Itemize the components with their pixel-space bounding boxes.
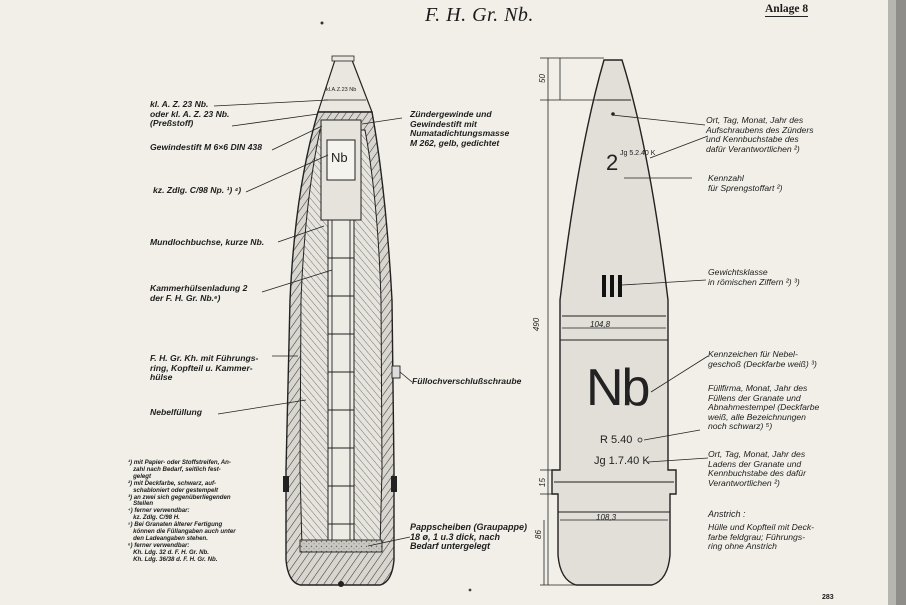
label-anstrich-text: Hülle und Kopfteil mit Deck- farbe feldg…	[708, 522, 815, 552]
footnotes: ¹) mit Papier- oder Stoffstreifen, An- z…	[128, 459, 236, 563]
filler-plug	[391, 365, 401, 379]
marking-jg-bottom: Jg 1.7.40 K	[594, 455, 650, 467]
driving-band-right	[391, 476, 397, 492]
section-drawing	[283, 55, 401, 587]
booster-cup	[326, 139, 356, 181]
dim-104-8: 104,8	[590, 320, 611, 329]
dim-50: 50	[537, 74, 547, 83]
label-ort-tag: Ort, Tag, Monat, Jahr des Aufschraubens …	[706, 115, 814, 154]
fuze-marking: kl.A.Z.23 Nb	[326, 87, 357, 93]
dim-86: 86	[533, 530, 543, 539]
page-title: F. H. Gr. Nb.	[425, 4, 534, 26]
label-kammer: Kammerhülsenladung 2 der F. H. Gr. Nb.⁶)	[150, 283, 248, 303]
label-kl-az: kl. A. Z. 23 Nb. oder kl. A. Z. 23 Nb. (…	[150, 99, 230, 129]
dimension-lines	[540, 57, 668, 586]
label-anstrich-title: Anstrich :	[708, 509, 746, 519]
label-fullfirma: Füllfirma, Monat, Jahr des Füllens der G…	[708, 383, 820, 432]
label-mundloch: Mundlochbuchse, kurze Nb.	[150, 237, 265, 247]
label-fhgr: F. H. Gr. Kh. mit Führungs- ring, Kopfte…	[150, 353, 259, 383]
inner-nb-marking: Nb	[331, 150, 348, 165]
driving-band-left	[283, 476, 289, 492]
label-kennzeichen: Kennzeichen für Nebel- geschoß (Deckfarb…	[708, 349, 817, 369]
marking-r-date: R 5.40	[600, 434, 633, 446]
base-point	[338, 581, 344, 587]
marking-jg-top: Jg 5.2.40 K	[620, 150, 656, 157]
label-gewicht: Gewichtsklasse in römischen Ziffern ²) ³…	[708, 267, 800, 287]
cardboard-discs	[299, 539, 383, 553]
label-nebel: Nebelfüllung	[150, 407, 203, 417]
right-leader-lines	[611, 114, 709, 463]
exterior-view	[551, 59, 677, 586]
label-kennzahl: Kennzahl für Sprengstoffart ²)	[708, 173, 783, 193]
dim-490: 490	[532, 317, 542, 332]
page-number: 283	[822, 594, 834, 601]
charge-segments	[328, 219, 354, 548]
marking-two: 2	[606, 150, 619, 175]
label-gewindestift: Gewindestift M 6×6 DIN 438	[150, 142, 262, 152]
label-fullloch: Füllochverschlußschraube	[412, 376, 522, 386]
dim-15: 15	[537, 478, 547, 487]
label-pappscheiben: Pappscheiben (Graupappe) 18 ø, 1 u.3 dic…	[410, 522, 528, 552]
label-zunder: Zündergewinde und Gewindestift mit Numat…	[410, 109, 510, 148]
label-ladens: Ort, Tag, Monat, Jahr des Ladens der Gra…	[708, 449, 806, 488]
left-leader-lines	[213, 99, 413, 547]
fuze-outline	[317, 59, 373, 113]
marking-nb-big: Nb	[586, 359, 651, 417]
label-kz-zdlg: kz. Zdlg. C/98 Np. ¹) ⁴)	[153, 185, 242, 195]
shell-exterior	[551, 59, 677, 586]
anlage-label: Anlage 8	[765, 3, 809, 17]
dim-108-3: 108,3	[596, 513, 617, 522]
scan-edge-dark	[896, 0, 906, 605]
